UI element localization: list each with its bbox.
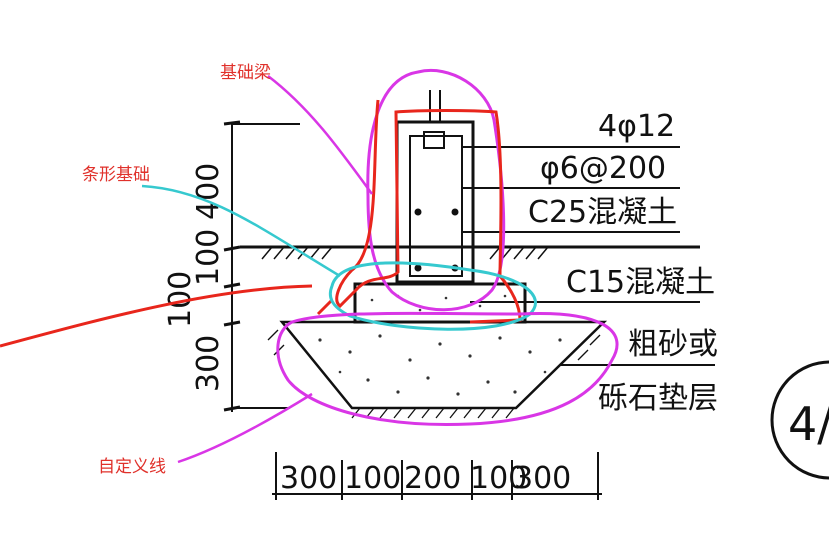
label-stirrup: φ6@200 bbox=[540, 151, 666, 186]
label-cushion-line1: 粗砂或 bbox=[628, 327, 718, 362]
detail-mark-circle bbox=[770, 360, 829, 480]
annotation-strip-foundation: 条形基础 bbox=[82, 165, 150, 185]
horizontal-dim-100-left: 100 bbox=[344, 461, 401, 496]
vertical-dim-100-upper: 100 bbox=[191, 229, 226, 286]
horizontal-dim-200: 200 bbox=[404, 461, 461, 496]
markup-red-outline bbox=[335, 99, 522, 324]
label-beam-concrete: C25混凝土 bbox=[528, 195, 677, 230]
vertical-dim-300: 300 bbox=[191, 335, 226, 392]
markup-cushion-outline bbox=[276, 311, 619, 426]
markup-red-tick bbox=[316, 298, 334, 316]
markup-beam-leader bbox=[267, 75, 374, 195]
dim-tick bbox=[223, 282, 241, 289]
markup-red-line bbox=[0, 284, 313, 348]
dim-tick bbox=[223, 320, 241, 327]
detail-mark-text: 4/ bbox=[788, 397, 829, 451]
horizontal-dim-100-right: 100 bbox=[470, 461, 527, 496]
markup-cyan-leader bbox=[141, 184, 341, 278]
vertical-dim-400: 400 bbox=[191, 163, 226, 220]
stirrup-hook bbox=[423, 131, 445, 149]
drawing-linework bbox=[223, 90, 829, 500]
gravel-cushion bbox=[279, 320, 608, 410]
annotation-foundation-beam: 基础梁 bbox=[220, 63, 271, 83]
horizontal-dim-300-left: 300 bbox=[280, 461, 337, 496]
annotation-custom-line: 自定义线 bbox=[98, 457, 166, 477]
markup-custom-line-leader bbox=[177, 392, 313, 464]
horizontal-dim-300-right: 300 bbox=[514, 461, 571, 496]
label-rebar-main: 4φ12 bbox=[598, 109, 675, 144]
label-base-concrete: C15混凝土 bbox=[566, 265, 715, 300]
label-cushion-line2: 砾石垫层 bbox=[598, 381, 718, 416]
dim-tick bbox=[223, 245, 241, 252]
markup-beam-outline bbox=[366, 69, 506, 312]
rebar-dots bbox=[414, 208, 459, 272]
ground-hatching bbox=[261, 246, 549, 260]
stirrup-outline bbox=[409, 135, 463, 277]
